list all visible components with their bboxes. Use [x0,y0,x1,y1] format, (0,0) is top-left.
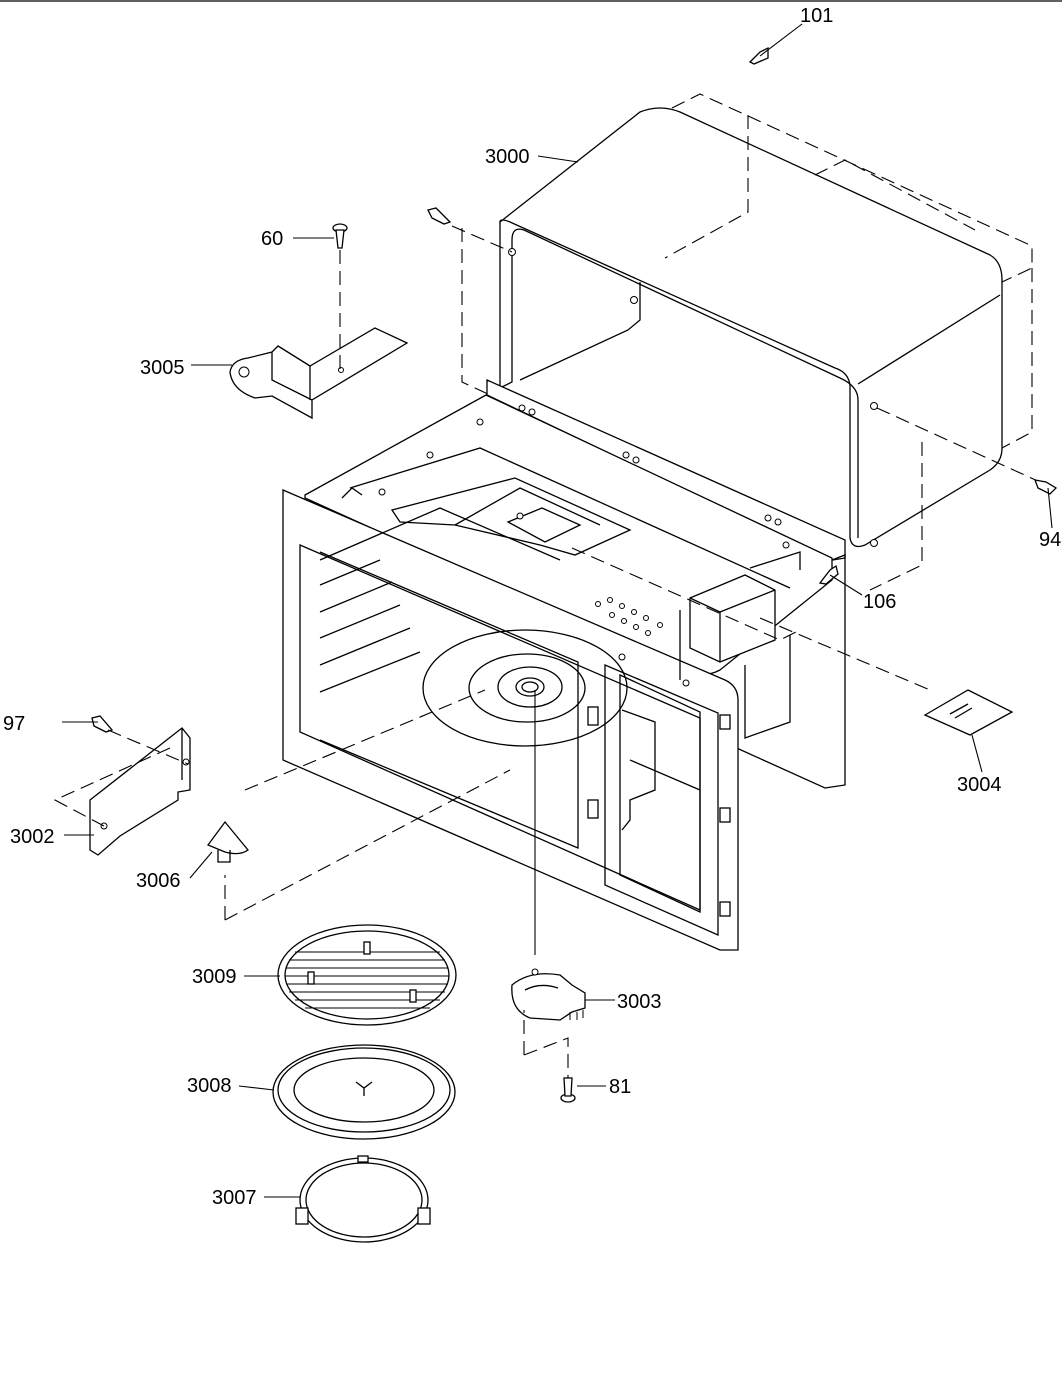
part-3002-cover [89,727,191,856]
label-3004: 3004 [957,774,1002,796]
assembly-lines [53,225,931,1078]
part-3006-coupler [206,820,249,863]
label-3008: 3008 [187,1075,232,1097]
screw-101 [748,46,769,65]
label-3005: 3005 [140,357,185,379]
part-3004-plate [923,689,1014,736]
screw-81 [560,1077,576,1103]
oven-chassis [282,378,846,951]
label-3002: 3002 [10,826,55,848]
label-3000: 3000 [485,146,530,168]
label-3007: 3007 [212,1187,257,1209]
screw-top-left [427,207,452,225]
cabinet-dashed-outline [461,93,1041,621]
label-3009: 3009 [192,966,237,988]
screw-94 [1033,479,1058,495]
screw-106 [818,564,839,585]
screw-60 [332,223,348,249]
part-3005-bracket [229,327,409,420]
part-3003-motor [511,968,586,1021]
label-97: 97 [3,713,25,735]
part-3009-rack [277,924,457,1026]
label-94: 94 [1039,529,1061,551]
label-60: 60 [261,228,283,250]
outer-cabinet [499,107,1003,548]
label-101: 101 [800,5,833,27]
label-81: 81 [609,1076,631,1098]
part-3007-ring [295,1155,431,1243]
label-106: 106 [863,591,896,613]
leader-lines [62,23,1053,1198]
part-3008-tray [272,1044,456,1140]
label-3006: 3006 [136,870,181,892]
screw-97 [91,715,114,733]
label-3003: 3003 [617,991,662,1013]
